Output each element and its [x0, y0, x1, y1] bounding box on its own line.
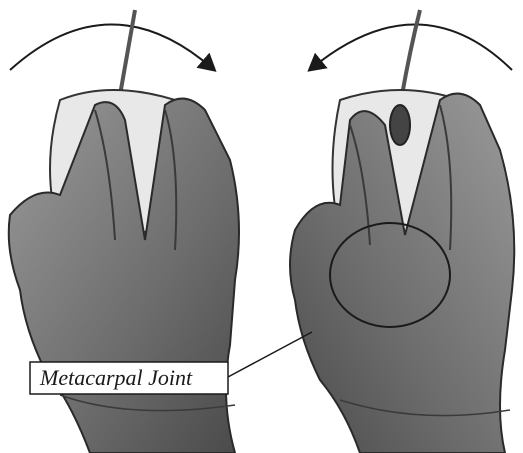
label-text: Metacarpal Joint	[39, 365, 193, 390]
mouse-cable	[120, 10, 135, 95]
scroll-wheel	[390, 105, 410, 145]
hand	[9, 99, 239, 453]
leader-line	[228, 332, 312, 377]
mouse-grip-right	[290, 10, 514, 453]
metacarpal-joint-label: Metacarpal Joint	[30, 362, 228, 394]
mouse-cable	[402, 10, 420, 95]
rotation-arrow-clockwise	[10, 24, 212, 70]
